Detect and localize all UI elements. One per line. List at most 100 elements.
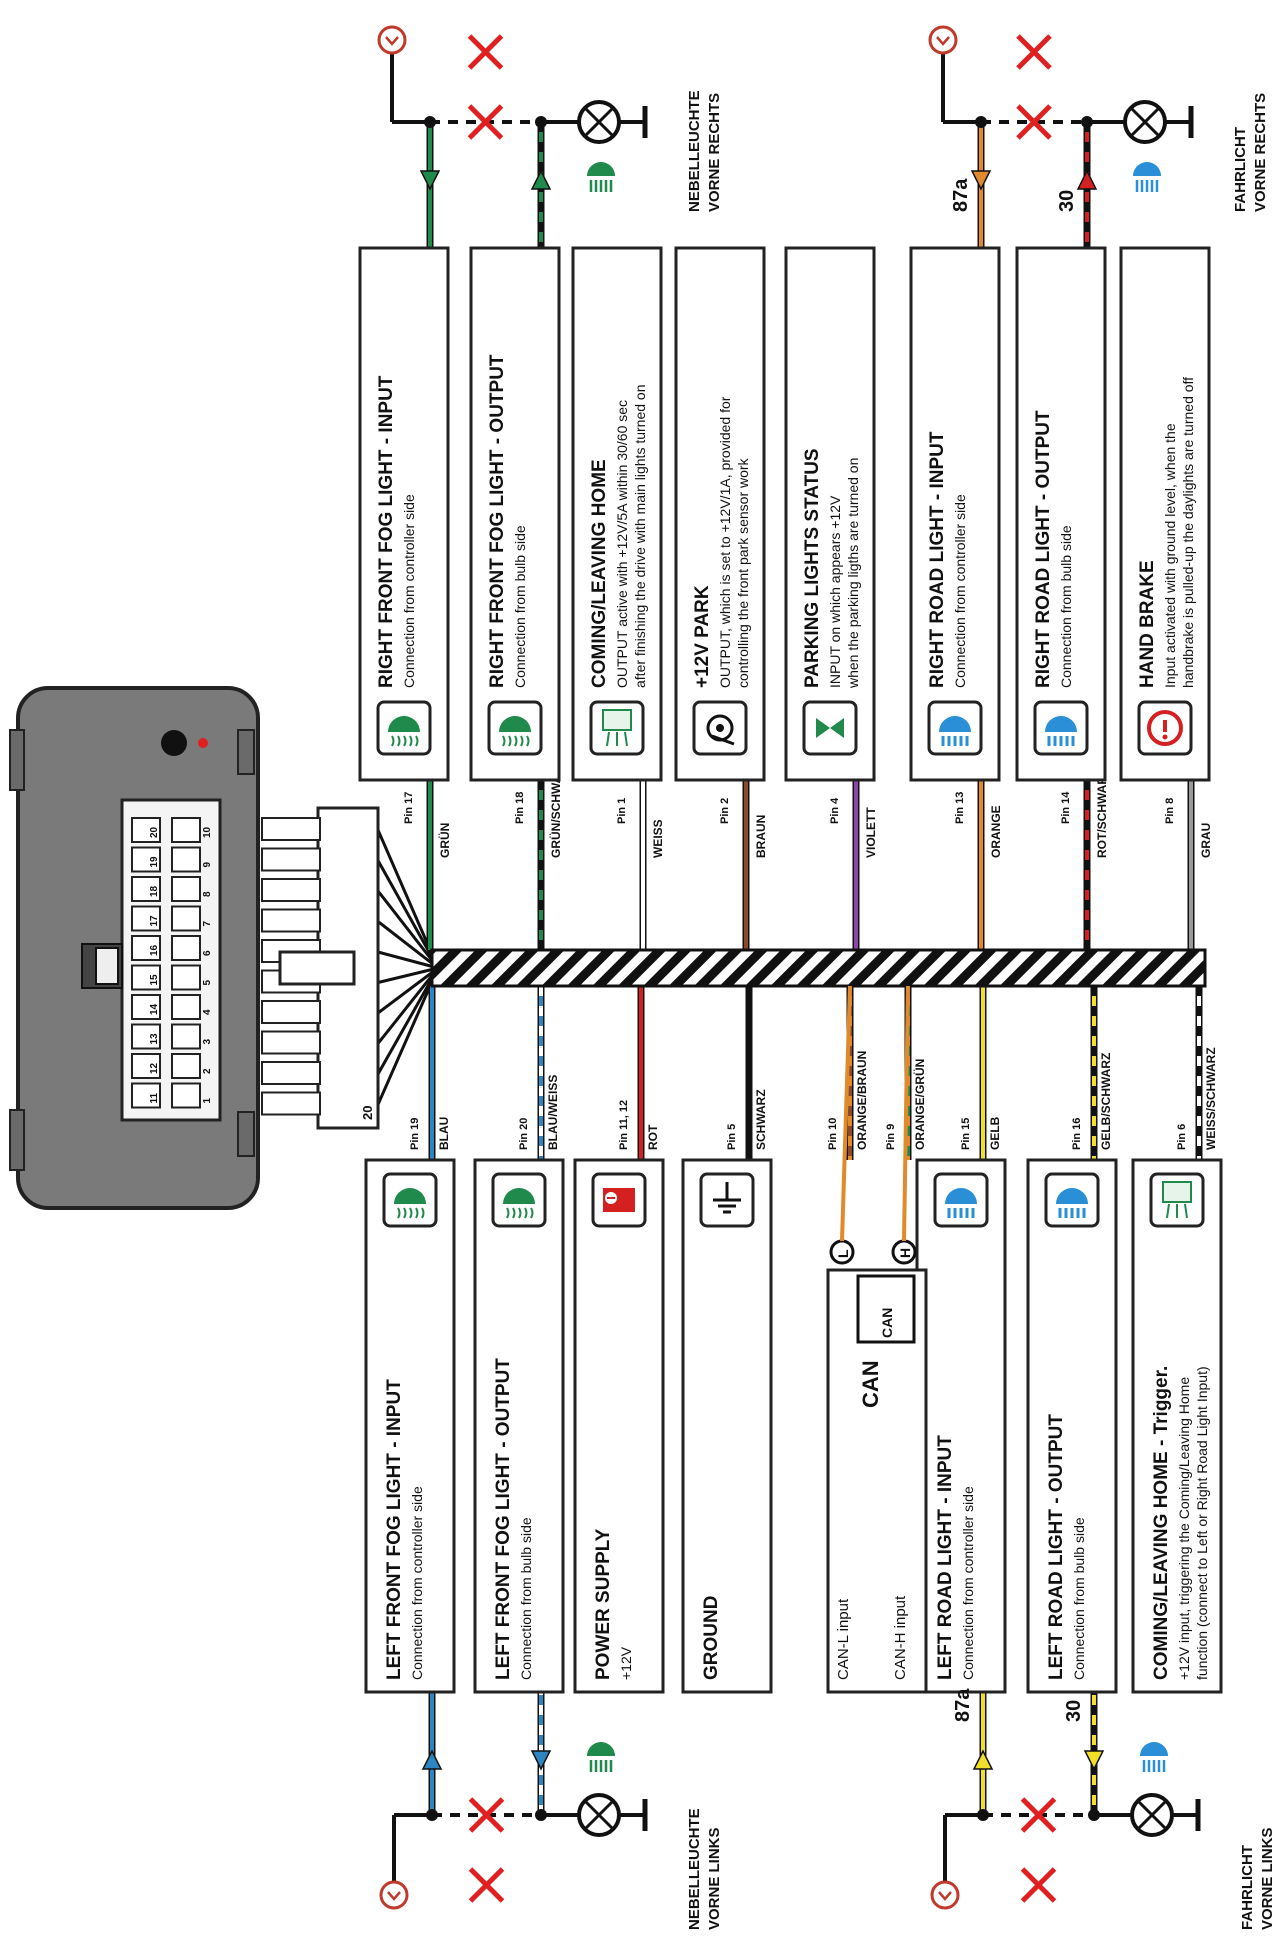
function-box [674, 246, 766, 782]
fog-wave [518, 1207, 522, 1219]
function-description: Connection from controller side [409, 1486, 425, 1680]
cut-x-icon [1020, 1797, 1057, 1833]
lamp-caption: NEBELLEUCHTE [686, 1808, 703, 1930]
pin-number-label: 18 [149, 885, 160, 897]
pin-label: Pin 15 [960, 1118, 972, 1150]
wire-color-label: ORANGE/GRÜN [912, 1059, 927, 1150]
road-lamp-dome [1056, 1188, 1088, 1204]
home-light-box [1162, 1181, 1192, 1203]
controller-icon [930, 1880, 960, 1910]
housing-clip [9, 729, 25, 791]
fog-wave [524, 1207, 528, 1219]
pin-cell [171, 905, 201, 932]
fog-wave [415, 735, 419, 747]
cut-x-icon [467, 34, 504, 70]
lamp-symbol-icon [587, 1742, 615, 1756]
fog-wave [397, 1207, 401, 1219]
pin-cell [131, 1082, 161, 1109]
parking-light-left [816, 718, 830, 738]
fog-wave [403, 735, 407, 747]
lamp-caption: FAHRLICHT [1239, 1845, 1256, 1930]
ground-icon [699, 1172, 755, 1228]
fog-lamp-dome [394, 1188, 426, 1204]
pin-number-label: 8 [202, 891, 213, 897]
can-title: CAN [858, 1360, 883, 1408]
function-box [1131, 1158, 1223, 1694]
pin-number-label: 4 [202, 1009, 213, 1015]
function-title: RIGHT ROAD LIGHT - INPUT [927, 431, 948, 688]
fog-wave [506, 1207, 510, 1219]
plug-terminal [261, 1000, 321, 1024]
plug-end-label: 20 [360, 1106, 375, 1120]
road-lamp-dome [1045, 716, 1077, 732]
can-low-wire [840, 985, 852, 1242]
controller-icon [928, 25, 958, 55]
function-description: Connection from bulb side [1058, 525, 1074, 688]
brake-dot [1162, 734, 1168, 740]
function-description: after finishing the drive with main ligh… [632, 385, 648, 689]
function-description: +12V input, triggering the Coming/Leavin… [1176, 1377, 1192, 1680]
trigger-icon [1149, 1172, 1205, 1228]
fan-wire [377, 966, 439, 984]
pin-cell [131, 817, 161, 843]
bulb-cross [1130, 107, 1160, 137]
pin-cell [171, 964, 201, 991]
pin-cell [171, 935, 201, 961]
fog-lamp-icon [491, 1172, 547, 1228]
sensor-arm [711, 734, 735, 746]
parking-light-right [830, 718, 844, 738]
home-light-ray [606, 731, 610, 747]
housing-clip [237, 729, 255, 775]
function-description: +12V [618, 1646, 634, 1680]
pin-label: Pin 17 [403, 792, 415, 824]
pin-number-label: 9 [202, 862, 213, 868]
fog-wave [512, 1207, 516, 1219]
function-box [1119, 246, 1211, 782]
pin-number-label: 5 [202, 980, 213, 986]
fan-wire [376, 890, 440, 969]
plug-terminal [261, 1030, 321, 1055]
pin-number-label: 14 [149, 1003, 160, 1015]
can-low-letter: L [835, 1249, 851, 1258]
function-box [573, 1158, 665, 1694]
plug-terminal [261, 878, 321, 902]
pin-label: Pin 13 [954, 792, 966, 824]
function-title: LEFT ROAD LIGHT - OUTPUT [1046, 1414, 1067, 1680]
home-light-ray [1166, 1203, 1170, 1219]
wire-color-label: ORANGE/BRAUN [855, 1051, 869, 1150]
function-box [358, 246, 450, 782]
fog-lamp-icon [382, 1172, 438, 1228]
pin-label: Pin 9 [885, 1124, 897, 1150]
plug-terminal [261, 908, 321, 933]
function-title: RIGHT ROAD LIGHT - OUTPUT [1033, 410, 1054, 688]
pin-label: Pin 10 [827, 1118, 839, 1150]
pin-number-label: 6 [202, 950, 213, 956]
pin-number-label: 13 [149, 1033, 160, 1045]
wire-color-label: GRÜN [437, 823, 452, 858]
function-title: RIGHT FRONT FOG LIGHT - OUTPUT [487, 354, 508, 688]
fog-lamp-dome [499, 716, 531, 732]
fan-wire [376, 967, 440, 1106]
lamp-caption: VORNE LINKS [706, 1827, 723, 1930]
controller-mark [387, 1891, 401, 1901]
function-box [364, 1158, 456, 1694]
pin-label: Pin 6 [1176, 1124, 1188, 1150]
wire-color-label: GELB/SCHWARZ [1099, 1053, 1113, 1150]
wire-color-label: GRÜN/SCHWARZ [548, 759, 563, 858]
controller-mark [938, 1891, 952, 1901]
function-description: Connection from bulb side [1071, 1517, 1087, 1680]
wire-color-label: BLAU/WEISS [546, 1075, 560, 1150]
bulb-cross [584, 1800, 614, 1830]
function-description: Connection from controller side [401, 494, 417, 688]
function-box [1026, 1158, 1118, 1694]
fog-wave [526, 735, 530, 747]
lamp-caption: NEBELLEUCHTE [686, 90, 703, 212]
signal-arrow [421, 1749, 443, 1770]
pin-number-label: 17 [149, 915, 160, 927]
pin-number-label: 10 [202, 826, 213, 838]
function-title: POWER SUPPLY [593, 1528, 614, 1680]
function-description: function (connect to Left or Right Road … [1194, 1366, 1210, 1680]
lamp-symbol-icon [1133, 162, 1161, 176]
